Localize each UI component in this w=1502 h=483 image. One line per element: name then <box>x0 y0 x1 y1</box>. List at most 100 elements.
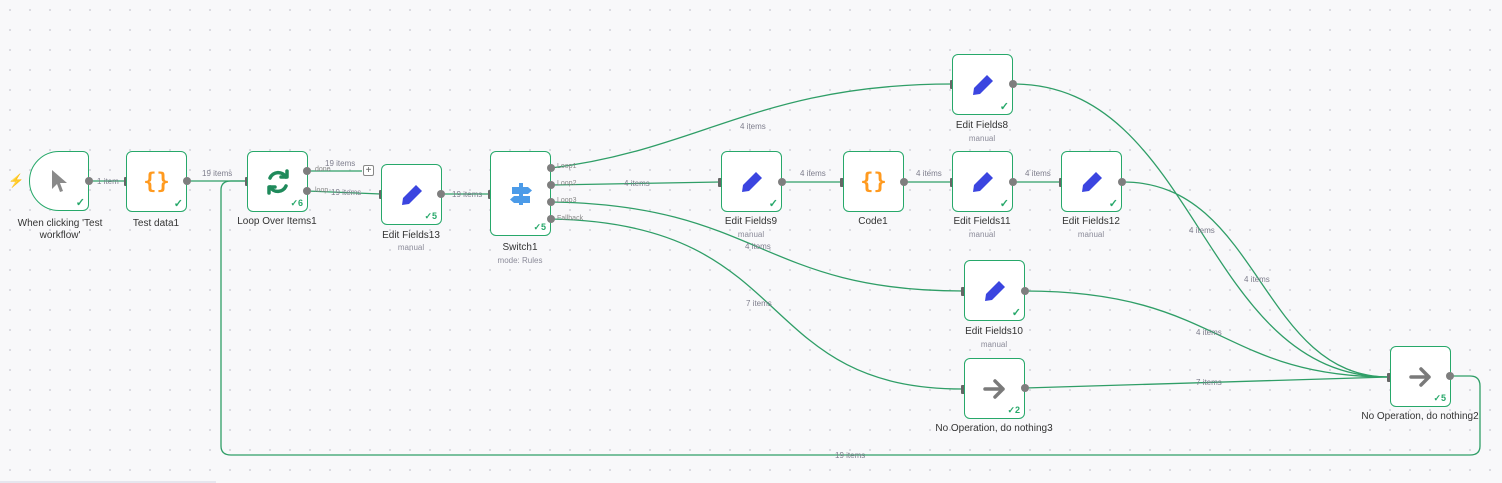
edge-label: 19 items <box>452 190 482 199</box>
output-port[interactable] <box>85 177 93 185</box>
edge-noop2-loop[interactable] <box>220 180 1481 456</box>
node-manual-trigger[interactable]: ✓ <box>29 151 89 211</box>
edge-label: 1 item <box>97 177 119 186</box>
edge-label: 19 items <box>325 159 355 168</box>
node-no-operation2[interactable]: ✓5 <box>1390 346 1451 407</box>
node-no-operation3[interactable]: ✓2 <box>964 358 1025 419</box>
output-port[interactable] <box>1118 178 1126 186</box>
edge-label: 4 items <box>1244 275 1270 284</box>
output-port-done[interactable] <box>303 167 311 175</box>
node-title: Edit Fields12 <box>1062 216 1120 227</box>
success-check-icon: ✓ <box>173 198 183 210</box>
output-port[interactable] <box>900 178 908 186</box>
edge-label: 4 items <box>745 242 771 251</box>
run-count: ✓2 <box>1007 405 1020 415</box>
edge-label: 4 items <box>800 169 826 178</box>
node-subtitle: manual <box>968 134 996 143</box>
edge-label: 4 items <box>624 179 650 188</box>
arrow-right-icon <box>982 378 1005 399</box>
node-edit-fields12[interactable]: ✓ <box>1061 151 1122 212</box>
node-title: No Operation, do nothing2 <box>1361 411 1479 422</box>
output-port[interactable] <box>1021 384 1029 392</box>
output-port[interactable] <box>1021 287 1029 295</box>
output-port-loop1[interactable] <box>547 164 555 172</box>
node-switch1[interactable]: ✓5 <box>490 151 551 236</box>
port-label: Loop3 <box>557 197 577 204</box>
canvas-scrollbar[interactable] <box>0 481 216 483</box>
output-port[interactable] <box>183 177 191 185</box>
edge-switch-noop3[interactable] <box>550 218 964 390</box>
output-port-loop2[interactable] <box>547 181 555 189</box>
edge-label: 19 items <box>202 169 232 178</box>
port-label-done: done <box>315 166 331 173</box>
pencil-icon <box>741 171 762 192</box>
run-count: ✓5 <box>533 222 546 232</box>
output-port[interactable] <box>1446 372 1454 380</box>
edge-switch-edit10[interactable] <box>550 201 964 292</box>
node-test-data1[interactable]: {} ✓ <box>126 151 187 212</box>
output-port-loop[interactable] <box>303 187 311 195</box>
node-loop-over-items1[interactable]: ✓6 <box>247 151 308 212</box>
port-label-loop: loop <box>315 187 329 194</box>
edge-noop3-noop2[interactable] <box>1024 376 1390 389</box>
edge-label: 4 items <box>1025 169 1051 178</box>
edge-switch-edit8[interactable] <box>550 83 953 169</box>
edge-label: 7 items <box>1196 378 1222 387</box>
edge-edit10-noop2[interactable] <box>1024 290 1390 378</box>
node-edit-fields8[interactable]: ✓ <box>952 54 1013 115</box>
refresh-icon <box>266 168 289 195</box>
braces-icon: {} <box>143 169 170 194</box>
edge-switch-edit9[interactable] <box>550 181 721 186</box>
pencil-icon <box>401 184 422 205</box>
lightning-icon: ⚡ <box>8 173 25 188</box>
edge-label: 4 items <box>1189 226 1215 235</box>
node-edit-fields13[interactable]: ✓5 <box>381 164 442 225</box>
success-check-icon: ✓ <box>999 198 1009 210</box>
node-subtitle: manual <box>968 230 996 239</box>
braces-icon: {} <box>860 169 887 194</box>
edge-label: 7 items <box>746 299 772 308</box>
add-node-button[interactable]: + <box>363 165 374 176</box>
output-port-fallback[interactable] <box>547 215 555 223</box>
pencil-icon <box>972 171 993 192</box>
node-title: Edit Fields11 <box>953 216 1011 227</box>
node-edit-fields10[interactable]: ✓ <box>964 260 1025 321</box>
output-port[interactable] <box>1009 178 1017 186</box>
input-port[interactable] <box>840 178 844 187</box>
node-subtitle: mode: Rules <box>497 256 543 265</box>
input-port[interactable] <box>718 178 722 187</box>
run-count: ✓5 <box>1433 393 1446 403</box>
node-title: Edit Fields13 <box>382 230 440 241</box>
node-edit-fields11[interactable]: ✓ <box>952 151 1013 212</box>
node-title: Switch1 <box>502 242 538 253</box>
output-port-loop3[interactable] <box>547 198 555 206</box>
output-port[interactable] <box>437 190 445 198</box>
port-label: Fallback <box>557 215 584 222</box>
node-subtitle: manual <box>980 340 1008 349</box>
output-port[interactable] <box>1009 80 1017 88</box>
input-port[interactable] <box>1387 373 1391 382</box>
node-subtitle: manual <box>397 243 425 252</box>
edge-edit12-noop2[interactable] <box>1122 181 1390 378</box>
edge-label: 19 items <box>835 451 865 460</box>
node-edit-fields9[interactable]: ✓ <box>721 151 782 212</box>
arrow-right-icon <box>1408 366 1431 387</box>
port-label: Loop2 <box>557 180 577 187</box>
edge-label: 4 items <box>916 169 942 178</box>
port-label: Loop1 <box>557 163 577 170</box>
node-code1[interactable]: {} <box>843 151 904 212</box>
pencil-icon <box>1081 171 1102 192</box>
node-title: Edit Fields9 <box>724 216 778 227</box>
edge-edit8-noop2[interactable] <box>1012 83 1390 378</box>
input-port[interactable] <box>961 287 965 296</box>
node-title: When clicking 'Test workflow' <box>17 218 103 241</box>
node-title: Code1 <box>858 216 888 227</box>
edge-loop-edit13[interactable] <box>306 190 382 195</box>
edge-label: 4 items <box>740 122 766 131</box>
run-count: ✓5 <box>424 211 437 221</box>
success-check-icon: ✓ <box>768 198 778 210</box>
cursor-icon <box>52 170 67 192</box>
output-port[interactable] <box>778 178 786 186</box>
edge-label: 19 items <box>331 188 361 197</box>
input-port[interactable] <box>961 385 965 394</box>
